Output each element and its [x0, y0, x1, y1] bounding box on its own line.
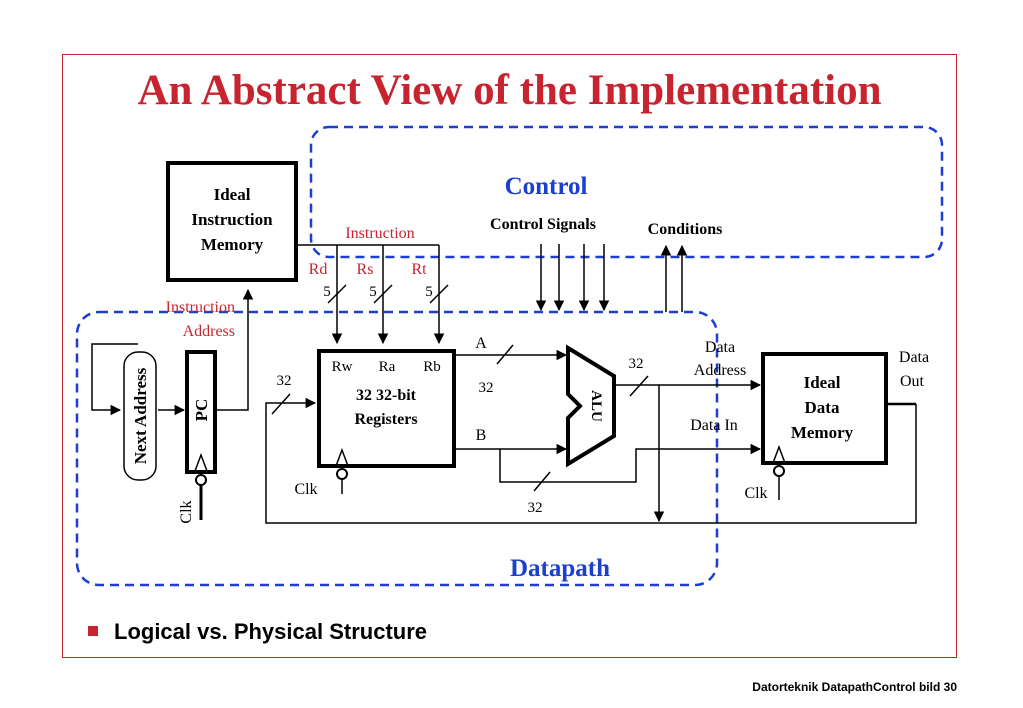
conditions-label: Conditions: [648, 221, 723, 238]
rb-port: Rb: [423, 359, 441, 375]
rd-label: Rd: [309, 261, 328, 278]
bullet-square-icon: [88, 626, 98, 636]
bus-a-b: [454, 344, 762, 492]
registers-line-2: Registers: [354, 411, 417, 428]
slide-frame: [62, 54, 957, 658]
bullet-text: Logical vs. Physical Structure: [114, 619, 428, 644]
instruction-field-wires: [327, 245, 449, 345]
bus-a-label: A: [475, 335, 487, 352]
writeback-width: 32: [277, 373, 292, 389]
rt-width: 5: [425, 284, 433, 300]
reg-clk-label: Clk: [294, 481, 317, 498]
datapath-region: [75, 310, 719, 587]
pc-clk-label: Clk: [178, 500, 195, 523]
alu-label: ALU: [588, 390, 604, 422]
slide-title: An Abstract View of the Implementation: [137, 67, 882, 114]
bus-a-width: 32: [479, 380, 494, 396]
rw-port: Rw: [332, 359, 353, 375]
instruction-memory: [166, 161, 298, 282]
register-file: [317, 349, 456, 468]
control-signals-label: Control Signals: [490, 216, 596, 233]
instr-mem-line-3: Memory: [201, 235, 264, 254]
data-address-line-1: Data: [705, 339, 735, 356]
ra-port: Ra: [379, 359, 396, 375]
rs-label: Rs: [357, 261, 374, 278]
alu-out-width: 32: [629, 356, 644, 372]
alu: [566, 344, 616, 468]
control-region: [309, 125, 944, 259]
data-mem-line-3: Memory: [791, 423, 854, 442]
writeback-bus: [265, 385, 917, 524]
dmem-clock-bubble: [773, 465, 785, 477]
data-memory: [761, 352, 888, 465]
instr-mem-line-1: Ideal: [214, 185, 251, 204]
data-mem-line-2: Data: [805, 398, 840, 417]
pc-wires: [91, 288, 254, 416]
next-address-unit: [123, 351, 157, 481]
next-address-label: Next Address: [131, 367, 150, 464]
instr-mem-line-2: Instruction: [191, 210, 273, 229]
bullet-point: Logical vs. Physical Structure: [88, 619, 427, 645]
bus-b-label: B: [476, 427, 487, 444]
data-in-label: Data In: [690, 417, 738, 434]
data-out-line-1: Data: [899, 349, 929, 366]
reg-clock-bubble: [336, 468, 348, 480]
rt-label: Rt: [411, 261, 427, 278]
dmem-clock-edge: [772, 444, 786, 464]
instruction-label: Instruction: [345, 225, 414, 242]
control-signal-arrows: [535, 244, 610, 312]
registers-line-1: 32 32-bit: [356, 387, 417, 404]
data-out-line-2: Out: [900, 373, 925, 390]
dmem-clk-label: Clk: [744, 485, 767, 502]
instr-addr-line-2: Address: [183, 323, 235, 340]
instr-addr-line-1: Instruction: [166, 299, 235, 316]
bus-b-width: 32: [528, 500, 543, 516]
pc-clock-edge: [194, 452, 208, 472]
data-mem-line-1: Ideal: [804, 373, 841, 392]
rd-width: 5: [323, 284, 331, 300]
alu-output-wire: [614, 375, 762, 397]
datapath-label: Datapath: [510, 555, 610, 582]
reg-clock-edge: [335, 447, 349, 467]
data-address-line-2: Address: [694, 362, 746, 379]
slide-footer: Datorteknik DatapathControl bild 30: [752, 680, 957, 694]
pc-clock-bubble: [195, 474, 207, 486]
condition-arrows: [660, 244, 688, 312]
control-label: Control: [505, 173, 588, 200]
pc-label: PC: [192, 399, 211, 422]
pc-register: [185, 350, 217, 474]
rs-width: 5: [369, 284, 377, 300]
